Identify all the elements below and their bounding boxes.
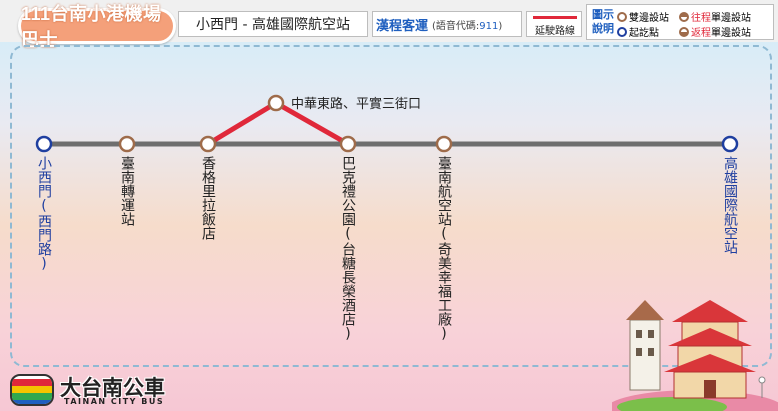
extension-line-swatch [533,16,577,19]
stop-xiximen-terminal-icon[interactable] [35,135,53,153]
both-sides-stop-icon [617,11,627,22]
outbound-stop-icon [679,11,689,22]
brand-logo-area: 大台南公車 TAINAN CITY BUS [6,372,188,408]
landmark-illustration-icon [612,300,778,411]
stop-label-tainan-transfer[interactable]: 臺南轉運站 [119,156,135,226]
route-name: 小西門 - 高雄國際航空站 [178,11,368,37]
stop-shangri-la-icon[interactable] [199,135,217,153]
legend-return: 返程單邊設站 [679,24,751,39]
voice-code-value: 911 [479,20,499,32]
legend-terminal: 起訖點 [617,24,659,39]
stop-label-barclay-park[interactable]: 巴克禮公園(台糖長榮酒店) [340,156,356,342]
route-panel [10,45,772,367]
legend-both-sides-label: 雙邊設站 [629,13,669,24]
legend-return-suffix: 單邊設站 [711,28,751,39]
stop-zhonghua-east-icon[interactable] [267,94,285,112]
tainan-bus-logo-icon [10,374,54,406]
legend-outbound-prefix: 往程 [691,13,711,24]
legend-both-sides: 雙邊設站 [617,9,669,24]
stop-tainan-airport-icon[interactable] [435,135,453,153]
voice-code-suffix: ) [498,20,503,32]
stop-label-kaohsiung-airport[interactable]: 高雄國際航空站 [722,156,738,254]
voice-code-prefix: (語音代碼: [432,20,480,32]
extension-label: 延駛路線 [535,26,575,37]
stop-kaohsiung-airport-terminal-icon[interactable] [721,135,739,153]
operator-voice-code: (語音代碼:911) [432,17,502,32]
legend-outbound-suffix: 單邊設站 [711,13,751,24]
legend-outbound: 往程單邊設站 [679,9,751,24]
terminal-stop-icon [617,26,627,37]
legend-return-prefix: 返程 [691,28,711,39]
operator-info: 漢程客運 (語音代碼:911) [372,11,522,37]
stop-label-shangri-la[interactable]: 香格里拉飯店 [200,156,216,240]
legend-title: 圖示說明 [592,8,614,35]
legend-box: 圖示說明 雙邊設站 起訖點 往程單邊設站 返程單邊設站 [586,4,774,40]
stop-barclay-park-icon[interactable] [339,135,357,153]
stop-label-xiximen[interactable]: 小西門(西門路) [36,156,52,272]
stop-label-zhonghua-east[interactable]: 中華東路、平實三街口 [291,97,422,112]
stop-tainan-transfer-icon[interactable] [118,135,136,153]
extension-legend: 延駛路線 [526,11,582,37]
stop-label-tainan-airport[interactable]: 臺南航空站(奇美幸福工廠) [436,156,452,342]
operator-name: 漢程客運 [376,18,429,34]
brand-name: 大台南公車 [60,376,165,400]
brand-subtitle: TAINAN CITY BUS [64,397,165,406]
legend-terminal-label: 起訖點 [629,28,659,39]
return-stop-icon [679,26,689,37]
